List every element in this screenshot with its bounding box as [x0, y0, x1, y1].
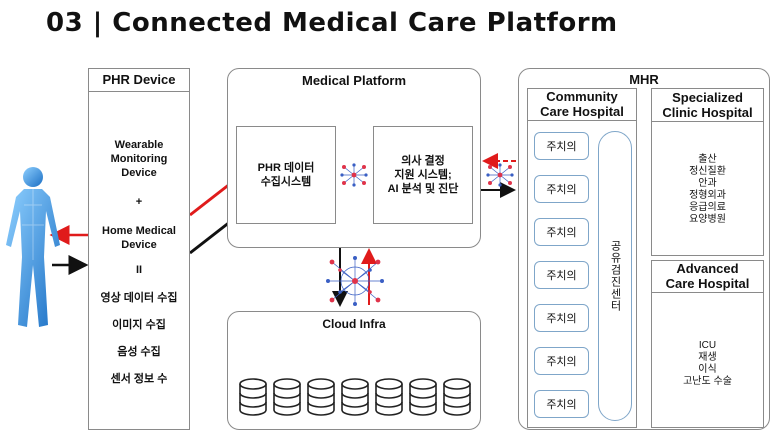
doctor-box: 주치의	[534, 390, 589, 418]
phr-item-image: 이미지 수집	[112, 319, 166, 331]
list-item: ICU	[698, 340, 717, 351]
list-item: 고난도 수술	[683, 376, 732, 387]
advanced-care-list: ICU 재생 이식 고난도 수술	[651, 340, 764, 388]
home-medical-device-label: Home Medical Device	[102, 225, 176, 251]
equals-sign: II	[135, 264, 143, 276]
doctor-box: 주치의	[534, 175, 589, 203]
list-item: 출산	[698, 154, 717, 165]
phr-device-panel	[88, 68, 190, 430]
list-item: 재생	[698, 352, 717, 363]
community-care-header: Community Care Hospital	[527, 89, 637, 121]
human-body-icon	[6, 167, 60, 327]
doctor-box: 주치의	[534, 218, 589, 246]
database-icon	[443, 378, 471, 416]
specialized-clinic-header: Specialized Clinic Hospital	[651, 90, 764, 122]
doctor-box: 주치의	[534, 347, 589, 375]
list-item: 정형외과	[689, 190, 726, 201]
database-row	[239, 378, 471, 416]
wearable-device-label: Wearable Monitoring Device	[110, 139, 168, 179]
advanced-care-header: Advanced Care Hospital	[651, 261, 764, 293]
advanced-care-panel	[651, 260, 764, 428]
shared-checkup-center: 공유검진센터	[598, 131, 632, 421]
decision-support-system-box: 의사 결정 지원 시스템; AI 분석 및 진단	[373, 126, 473, 224]
plus-sign: +	[135, 196, 143, 208]
medical-platform-header: Medical Platform	[301, 73, 407, 88]
specialized-clinic-list: 출산 정신질환 안과 정형외과 응급의료 요양병원	[651, 154, 764, 226]
database-icon	[375, 378, 403, 416]
database-icon	[239, 378, 267, 416]
phr-collection-system-box: PHR 데이터 수집시스템	[236, 126, 336, 224]
database-icon	[409, 378, 437, 416]
doctor-box: 주치의	[534, 304, 589, 332]
phr-item-sensor: 센서 정보 수	[110, 373, 168, 385]
cloud-infra-header: Cloud Infra	[322, 317, 386, 331]
mhr-header: MHR	[629, 72, 659, 87]
cloud-network-icon	[326, 256, 384, 306]
page-title: 03 | Connected Medical Care Platform	[46, 8, 618, 38]
list-item: 요양병원	[689, 214, 726, 225]
database-icon	[341, 378, 369, 416]
list-item: 이식	[698, 364, 717, 375]
network-node-icon	[486, 163, 514, 187]
doctor-box: 주치의	[534, 261, 589, 289]
shared-checkup-center-label: 공유검진센터	[609, 240, 621, 312]
database-icon	[307, 378, 335, 416]
specialized-clinic-panel	[651, 88, 764, 256]
phr-item-video: 영상 데이터 수집	[100, 292, 178, 304]
list-item: 정신질환	[689, 166, 726, 177]
list-item: 안과	[698, 178, 717, 189]
decision-support-system-label: 의사 결정 지원 시스템; AI 분석 및 진단	[387, 155, 459, 195]
phr-collection-system-label: PHR 데이터 수집시스템	[257, 162, 315, 188]
database-icon	[273, 378, 301, 416]
doctor-box: 주치의	[534, 132, 589, 160]
phr-device-header: PHR Device	[88, 68, 190, 92]
phr-item-voice: 음성 수집	[117, 346, 161, 358]
list-item: 응급의료	[689, 202, 726, 213]
network-node-icon	[340, 163, 368, 187]
